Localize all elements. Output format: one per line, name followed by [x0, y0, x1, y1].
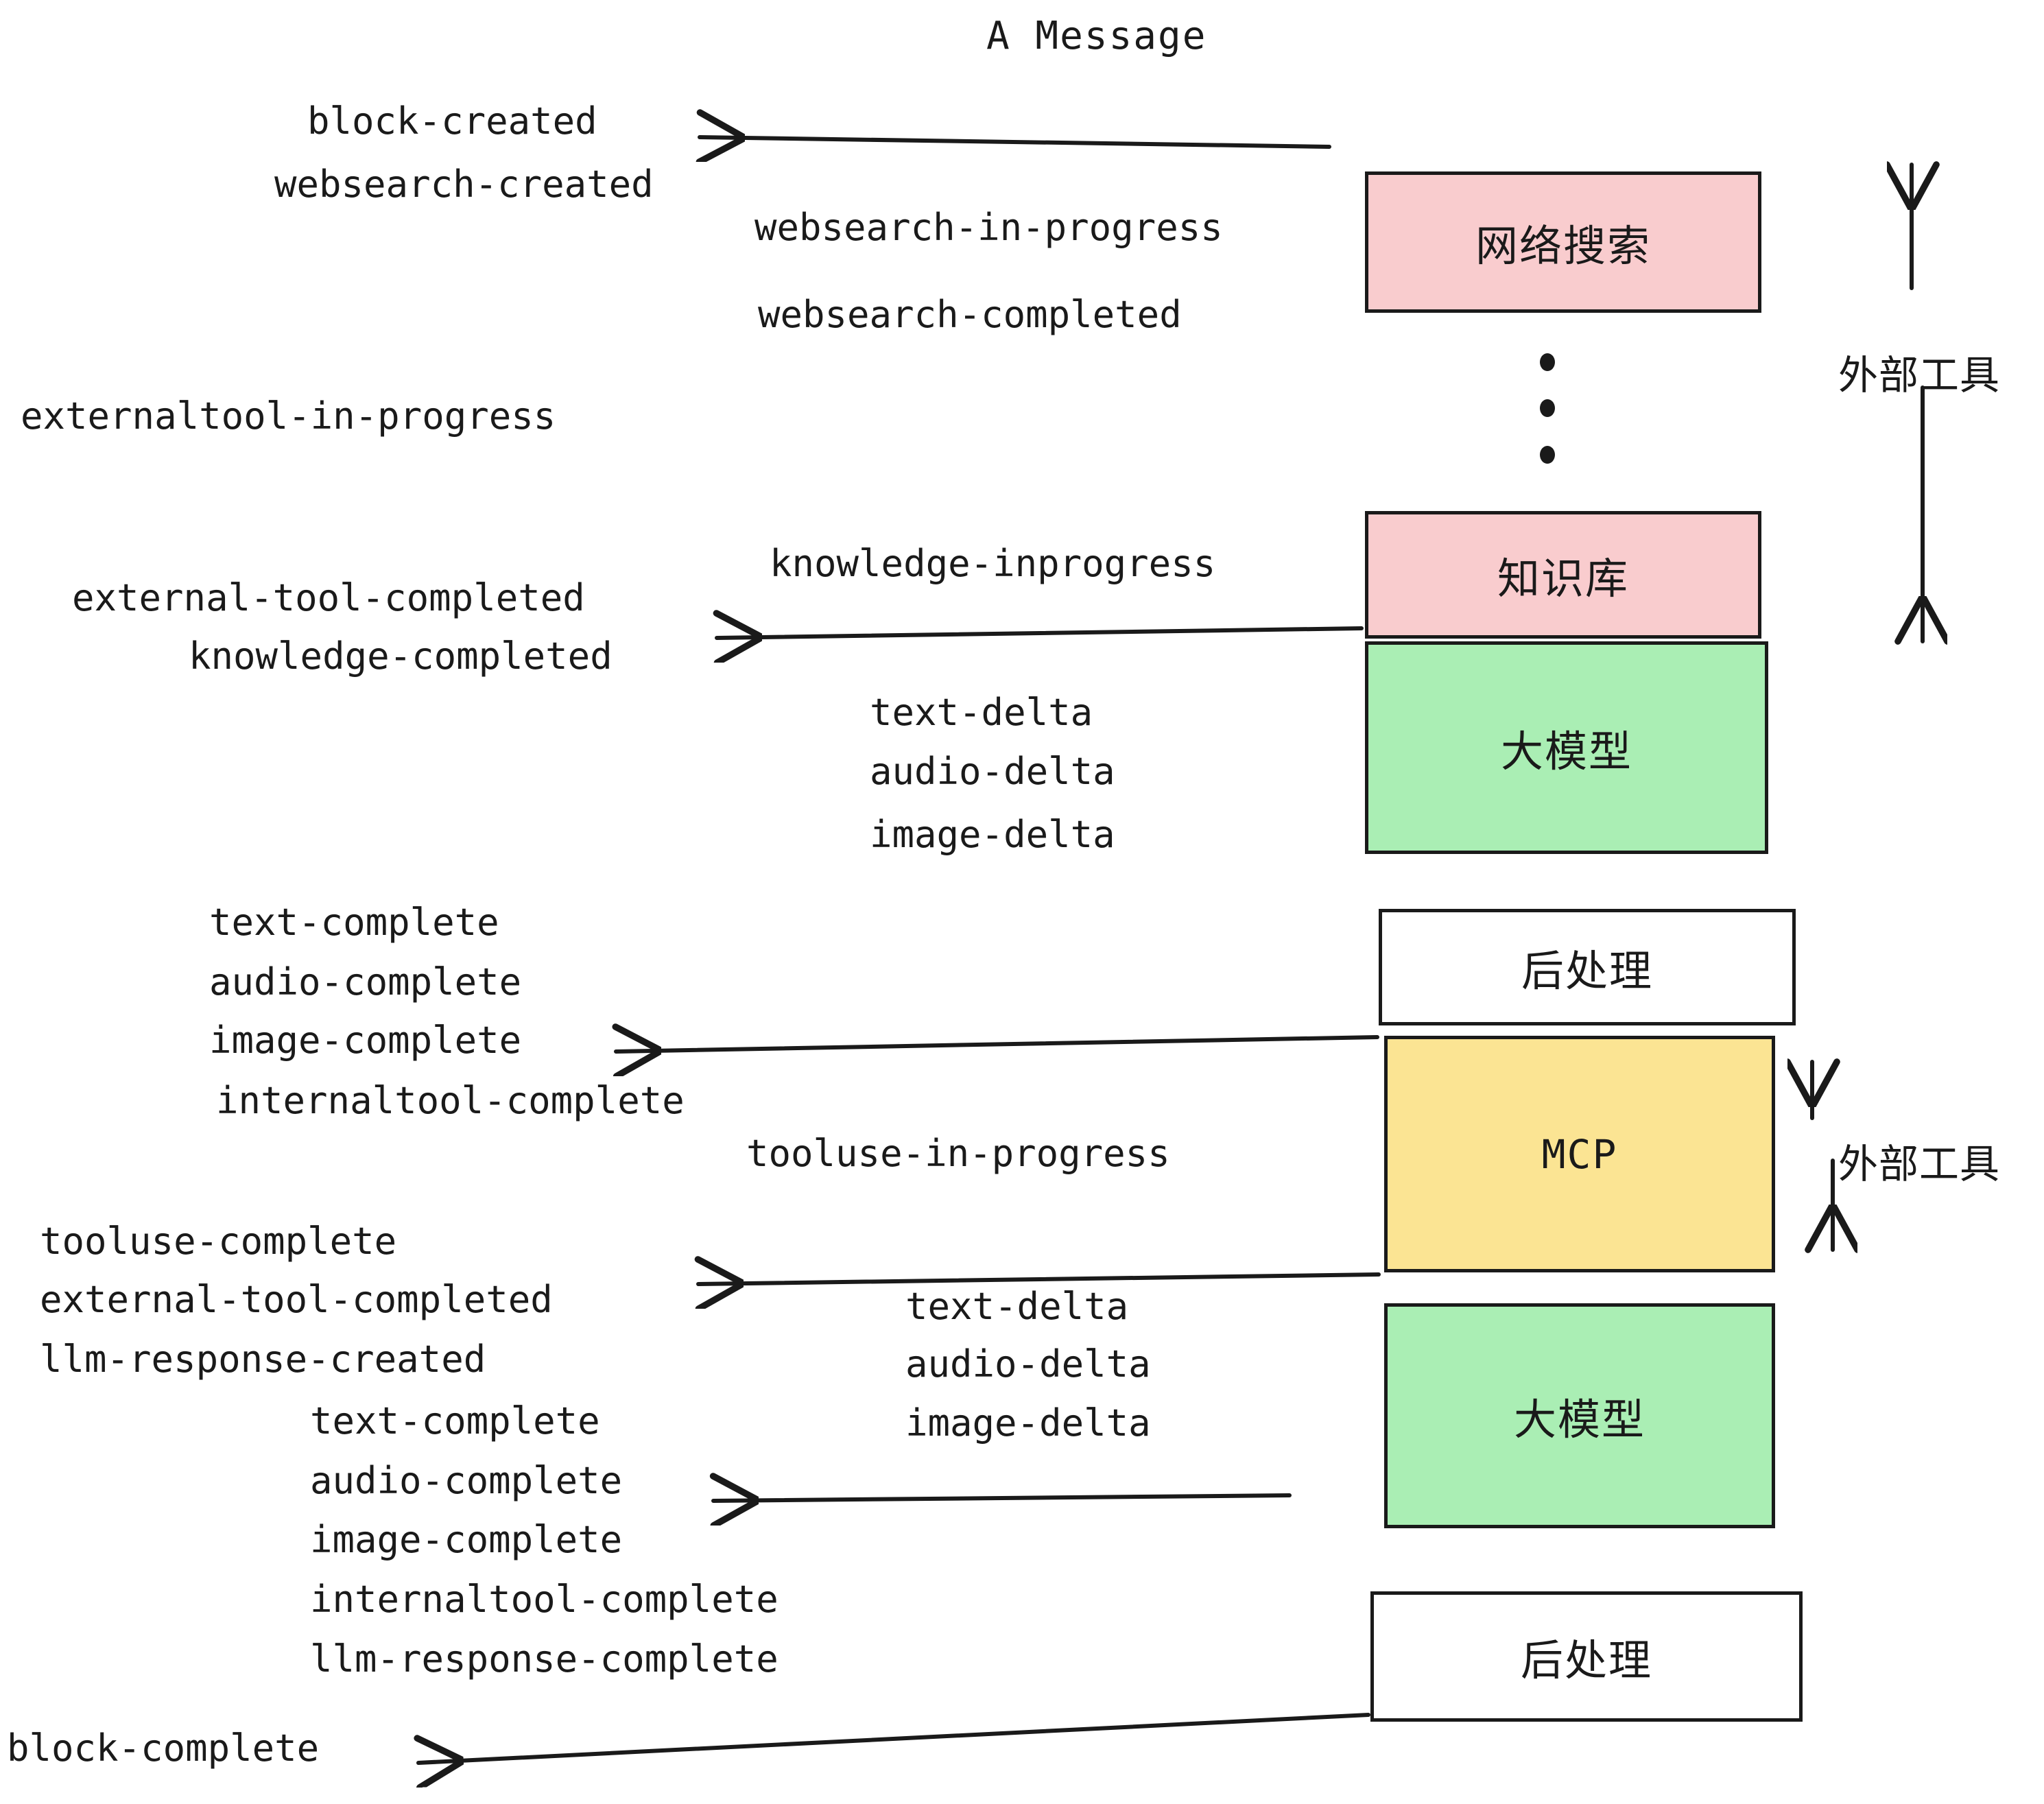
- node-knowledge: 知识库: [1365, 511, 1761, 639]
- arrow-image-complete: [616, 1037, 1379, 1052]
- event-label-audio-complete-2: audio-complete: [310, 1459, 623, 1502]
- ellipsis-dot-1: [1540, 353, 1555, 371]
- event-label-image-delta-1: image-delta: [870, 813, 1115, 856]
- event-label-knowledge-inprogress: knowledge-inprogress: [770, 542, 1216, 585]
- event-label-websearch-completed: websearch-completed: [758, 293, 1182, 336]
- event-label-internaltool-complete-1: internaltool-complete: [216, 1079, 685, 1122]
- node-postprocess-top: 后处理: [1379, 909, 1796, 1025]
- event-label-tooluse-complete: tooluse-complete: [40, 1220, 397, 1263]
- node-mcp: MCP: [1384, 1036, 1775, 1272]
- event-label-audio-delta-1: audio-delta: [870, 750, 1115, 793]
- event-label-tooluse-in-progress: tooluse-in-progress: [746, 1132, 1170, 1175]
- page-title: A Message: [986, 14, 1207, 58]
- node-websearch: 网络搜索: [1365, 171, 1761, 313]
- arrow-block-created: [700, 137, 1331, 147]
- event-label-block-complete: block-complete: [7, 1726, 320, 1770]
- event-label-text-delta-2: text-delta: [905, 1285, 1129, 1328]
- node-llm-bottom: 大模型: [1384, 1303, 1775, 1528]
- event-label-external-tool-completed-2: external-tool-completed: [40, 1278, 553, 1321]
- arrow-knowledge-completed: [717, 628, 1364, 638]
- event-label-audio-delta-2: audio-delta: [905, 1342, 1151, 1386]
- event-label-llm-response-complete: llm-response-complete: [310, 1637, 779, 1681]
- ellipsis-dot-3: [1540, 446, 1555, 464]
- event-label-image-delta-2: image-delta: [905, 1401, 1151, 1445]
- side-label-external-tools-bottom: 外部工具: [1838, 1141, 2001, 1187]
- event-label-text-complete-1: text-complete: [209, 901, 499, 944]
- event-label-text-delta-1: text-delta: [870, 691, 1093, 734]
- event-label-image-complete-2: image-complete: [310, 1518, 623, 1561]
- event-label-external-tool-completed-1: external-tool-completed: [72, 576, 585, 619]
- event-label-audio-complete-1: audio-complete: [209, 960, 522, 1004]
- event-label-knowledge-completed: knowledge-completed: [189, 634, 613, 678]
- node-llm-top: 大模型: [1365, 641, 1768, 854]
- side-label-external-tools-top: 外部工具: [1838, 352, 2001, 399]
- ellipsis-dot-2: [1540, 399, 1555, 417]
- event-label-websearch-in-progress: websearch-in-progress: [754, 206, 1223, 249]
- event-label-llm-response-created: llm-response-created: [40, 1338, 486, 1381]
- event-label-block-created: block-created: [307, 99, 597, 143]
- event-label-externaltool-in-progress: externaltool-in-progress: [21, 394, 556, 438]
- arrow-audio-complete: [713, 1495, 1292, 1501]
- arrow-block-complete: [418, 1713, 1370, 1763]
- event-label-text-complete-2: text-complete: [310, 1399, 600, 1443]
- arrow-tooluse-complete: [698, 1274, 1381, 1284]
- event-label-image-complete-1: image-complete: [209, 1019, 522, 1062]
- event-label-internaltool-complete-2: internaltool-complete: [310, 1578, 779, 1621]
- node-postprocess-bot: 后处理: [1370, 1591, 1803, 1722]
- event-label-websearch-created: websearch-created: [274, 163, 654, 206]
